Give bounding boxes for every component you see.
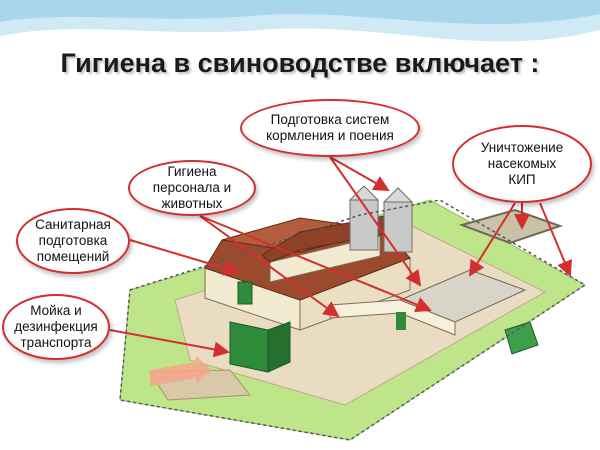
callout-transport-washing: Мойка и дезинфекция транспорта [2,294,110,360]
arrow-feeding-silos [330,157,388,190]
callout-insect-control: Уничтожение насекомых КИП [452,125,592,203]
callout-personnel-hygiene: Гигиена персонала и животных [128,160,256,216]
gatehouse [230,322,268,372]
pen-door [396,312,406,330]
callout-sanitary-preparation: Санитарная подготовка помещений [16,208,130,274]
callout-feeding-systems: Подготовка систем кормления и поения [240,99,420,157]
barn-door [238,282,252,304]
